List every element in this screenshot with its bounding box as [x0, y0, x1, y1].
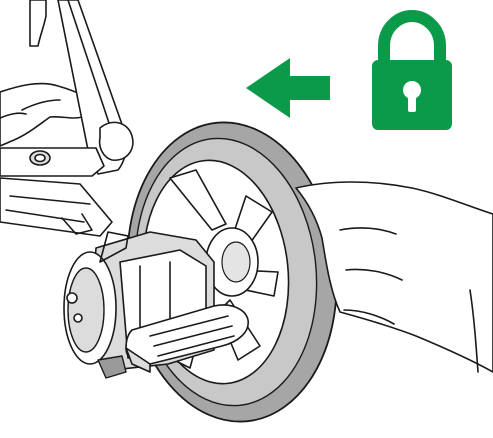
- lock-icon: [372, 16, 452, 130]
- arrow-left-icon: [246, 58, 330, 118]
